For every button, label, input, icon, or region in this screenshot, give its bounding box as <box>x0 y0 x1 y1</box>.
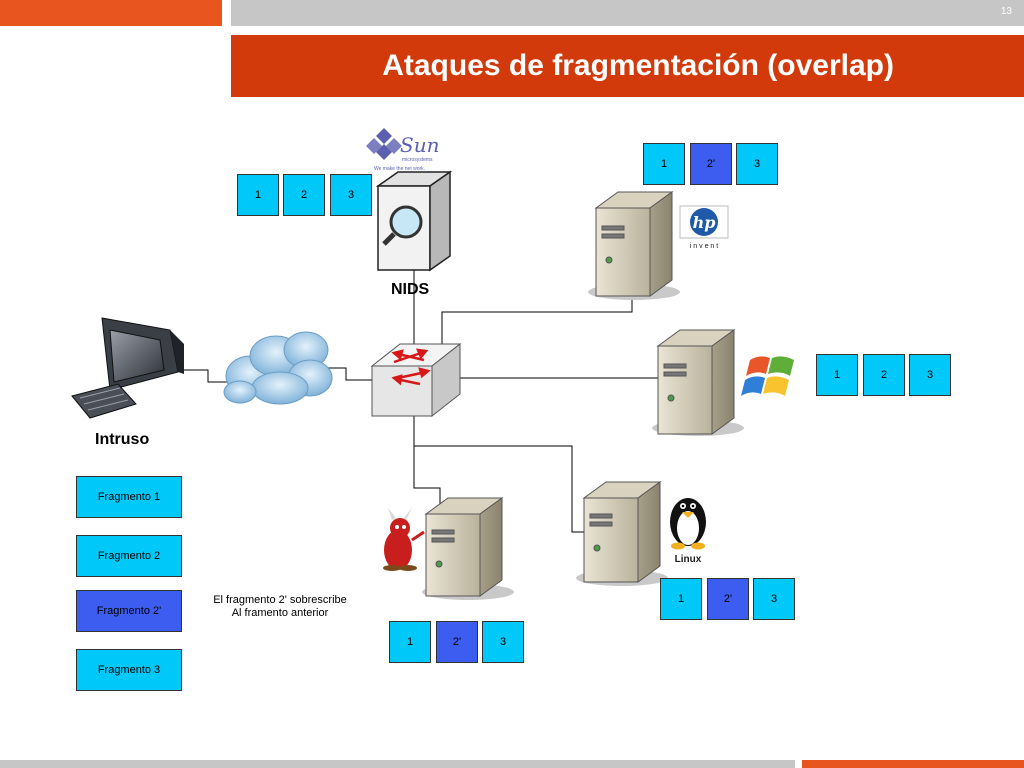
server-icon-windows <box>652 329 744 436</box>
windows-packet-2: 2 <box>863 354 905 396</box>
header-accent-bar <box>0 0 222 26</box>
intruder-computer-icon <box>71 317 184 419</box>
nids-packet-1: 1 <box>237 174 279 216</box>
linux-logo-text: Linux <box>675 554 702 565</box>
bsd-daemon-icon <box>383 508 425 571</box>
connection-lines <box>178 268 660 533</box>
nids-sensor-icon <box>375 170 453 272</box>
linux-packet-2prime: 2' <box>707 578 749 620</box>
header-bar: 13 <box>231 0 1024 26</box>
overlap-note: El fragmento 2' sobrescribe Al framento … <box>200 594 360 620</box>
windows-packet-1: 1 <box>816 354 858 396</box>
hp-logo-icon: hp i n v e n t <box>679 205 729 250</box>
internet-cloud-icon <box>223 331 333 405</box>
fragment-1-box: Fragmento 1 <box>76 476 182 518</box>
fragment-2-box: Fragmento 2 <box>76 535 182 577</box>
windows-logo-icon <box>741 356 794 396</box>
fragment-2prime-box: Fragmento 2' <box>76 590 182 632</box>
overlap-note-line-2: Al framento anterior <box>231 607 329 619</box>
hp-packet-1: 1 <box>643 143 685 185</box>
fragment-3-box: Fragmento 3 <box>76 649 182 691</box>
nids-packet-3: 3 <box>330 174 372 216</box>
nids-packet-2: 2 <box>283 174 325 216</box>
footer-accent-bar <box>802 760 1024 768</box>
slide-title: Ataques de fragmentación (overlap) <box>382 49 894 82</box>
overlap-note-line-1: El fragmento 2' sobrescribe <box>213 594 347 606</box>
nids-label: NIDS <box>391 281 430 298</box>
hp-logo-text: hp <box>693 213 716 232</box>
linux-tux-icon: Linux <box>670 498 706 565</box>
sun-logo-subtext: microsystems <box>402 157 433 163</box>
page-number: 13 <box>1000 6 1012 17</box>
footer-bar <box>0 760 795 768</box>
windows-packet-3: 3 <box>909 354 951 396</box>
switch-icon <box>370 342 462 418</box>
hp-invent-text: i n v e n t <box>690 243 718 250</box>
sun-logo-tagline: We make the net work. <box>374 166 425 172</box>
server-icon-hp <box>588 191 680 300</box>
bsd-packet-2prime: 2' <box>436 621 478 663</box>
server-icon-bsd <box>422 497 514 600</box>
sun-logo-icon: Sun microsystems We make the net work. <box>366 128 439 172</box>
bsd-packet-3: 3 <box>482 621 524 663</box>
server-icon-linux <box>576 481 668 586</box>
hp-packet-2prime: 2' <box>690 143 732 185</box>
bsd-packet-1: 1 <box>389 621 431 663</box>
hp-packet-3: 3 <box>736 143 778 185</box>
linux-packet-3: 3 <box>753 578 795 620</box>
linux-packet-1: 1 <box>660 578 702 620</box>
intruder-label: Intruso <box>95 431 150 448</box>
title-bar: Ataques de fragmentación (overlap) <box>231 35 1024 97</box>
sun-logo-text: Sun <box>400 133 439 157</box>
